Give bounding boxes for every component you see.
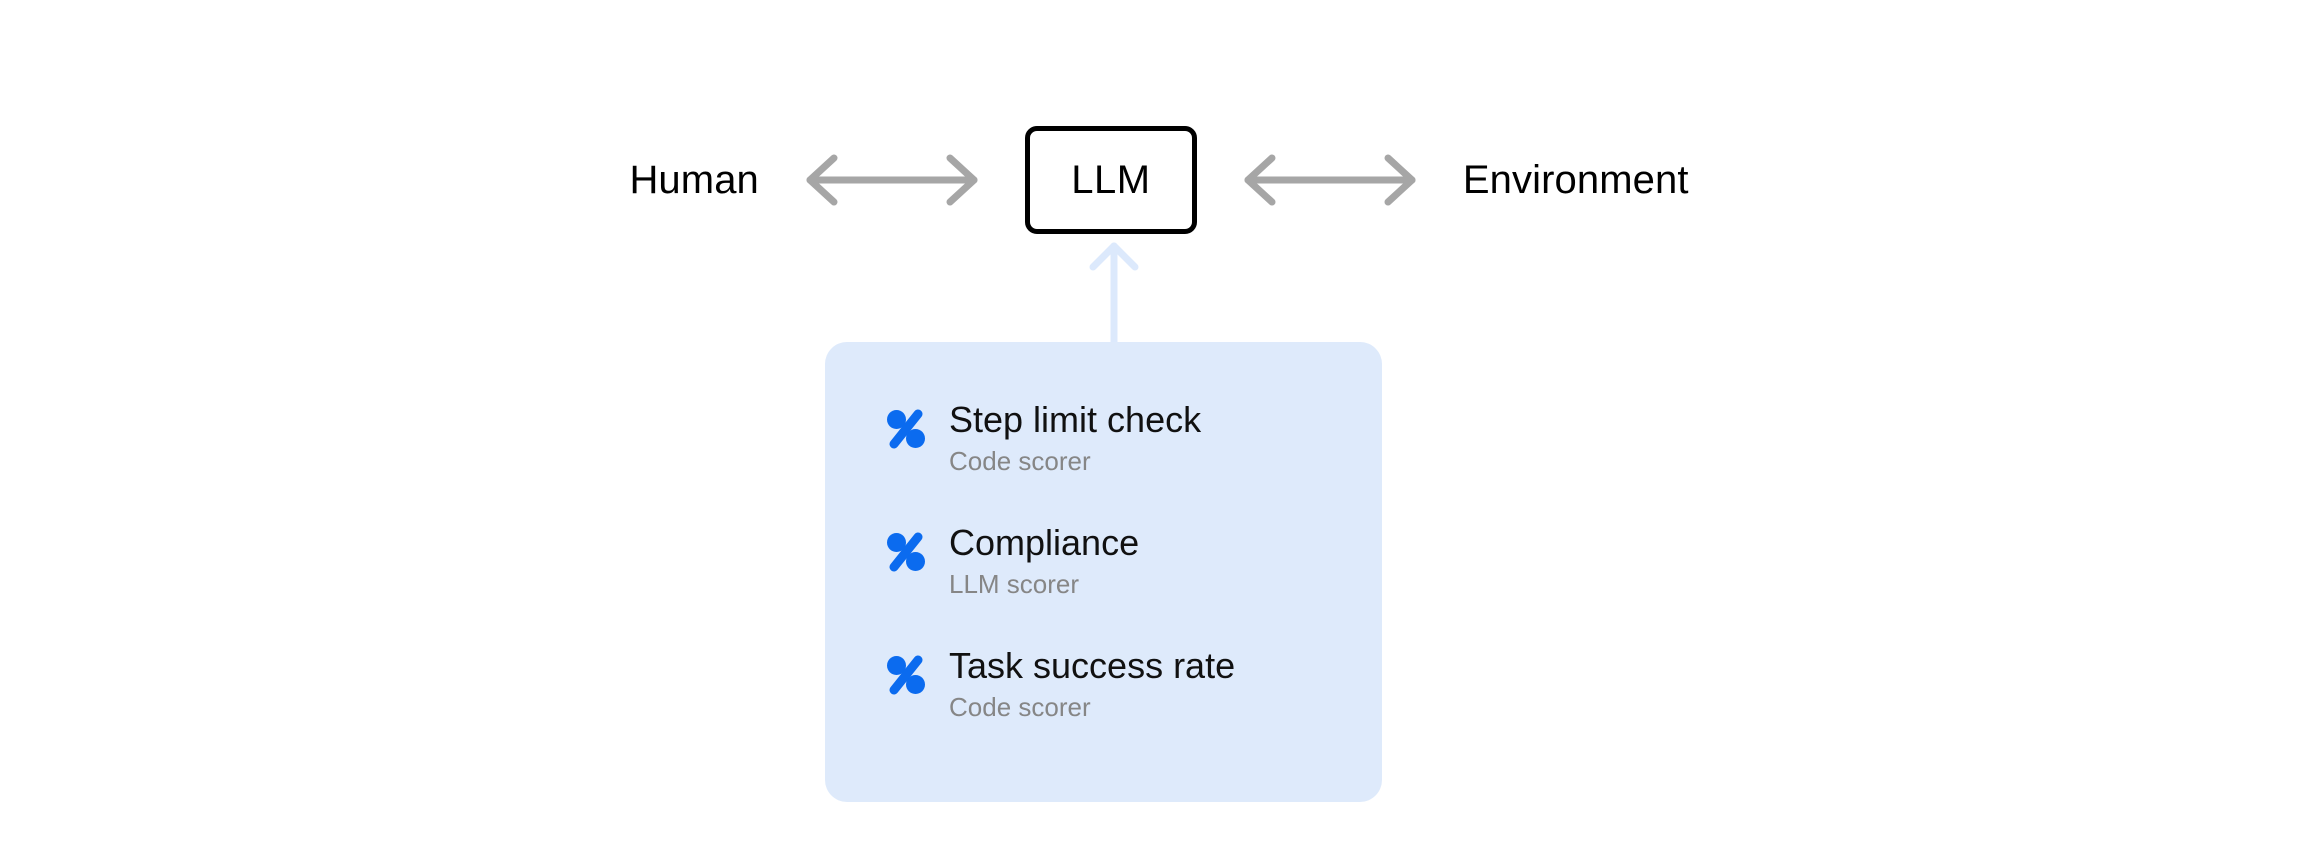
list-item[interactable]: Compliance LLM scorer <box>885 521 1342 601</box>
list-item[interactable]: Task success rate Code scorer <box>885 644 1342 724</box>
top-row: Human LLM Environment <box>0 120 2318 240</box>
percent-scorer-icon <box>885 654 927 696</box>
scorer-subtitle: Code scorer <box>949 446 1091 476</box>
list-item-text: Step limit check Code scorer <box>949 398 1201 478</box>
scorer-title: Task success rate <box>949 645 1236 686</box>
llm-box: LLM <box>1024 126 1197 234</box>
llm-box-label: LLM <box>1071 158 1151 202</box>
llm-environment-arrow <box>1225 148 1435 212</box>
list-item[interactable]: Step limit check Code scorer <box>885 398 1342 478</box>
human-label: Human <box>629 158 759 202</box>
scorer-title: Step limit check <box>949 399 1202 440</box>
list-item-text: Compliance LLM scorer <box>949 521 1139 601</box>
percent-scorer-icon <box>885 531 927 573</box>
list-item-text: Task success rate Code scorer <box>949 644 1235 724</box>
environment-label: Environment <box>1462 158 1689 202</box>
panel-to-llm-connector <box>1084 238 1144 358</box>
human-llm-arrow <box>787 148 997 212</box>
arrow-up-icon <box>1084 238 1144 358</box>
scorer-subtitle: Code scorer <box>949 692 1091 722</box>
double-headed-horizontal-arrow-icon <box>1240 150 1420 210</box>
scorer-subtitle: LLM scorer <box>949 569 1080 599</box>
double-headed-horizontal-arrow-icon <box>802 150 982 210</box>
percent-scorer-icon <box>885 408 927 450</box>
scorer-panel: Step limit check Code scorer Compliance … <box>825 342 1382 802</box>
scorer-title: Compliance <box>949 522 1140 563</box>
